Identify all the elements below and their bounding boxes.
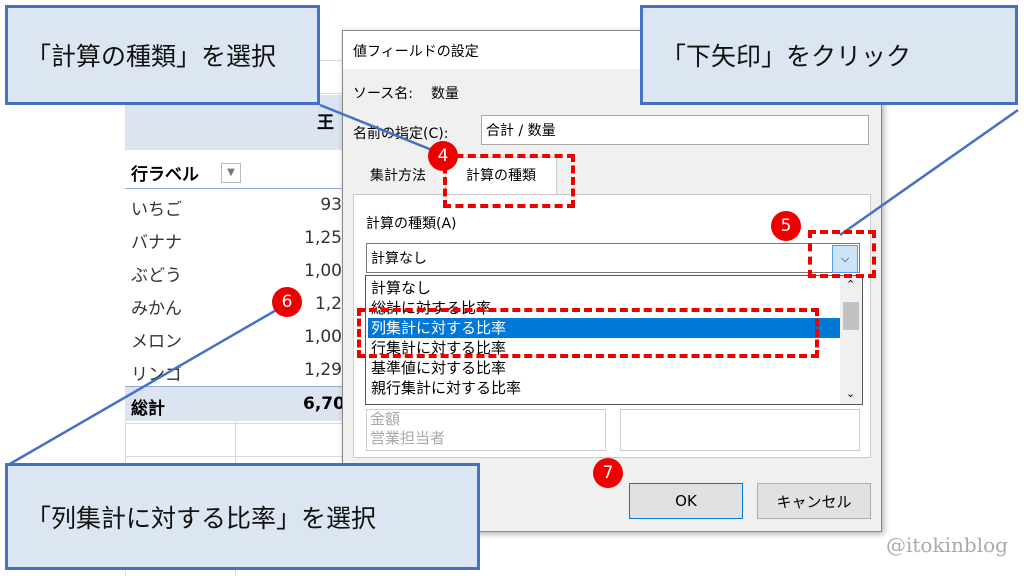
source-label: ソース名: — [353, 86, 414, 102]
custom-name-input[interactable]: 合計 / 数量 — [481, 115, 869, 145]
ok-button[interactable]: OK — [629, 483, 743, 519]
row-value: 93 — [320, 195, 342, 215]
dialog-title: 値フィールドの設定 — [353, 44, 479, 60]
calc-option[interactable]: 列集計に対する比率 — [368, 318, 841, 338]
row-label: リンゴ — [131, 365, 182, 385]
total-value: 6,70 — [303, 394, 345, 414]
total-row: 総計 6,70 — [125, 386, 345, 421]
calc-type-select[interactable]: 計算なし ⌵ — [366, 243, 860, 273]
scrollbar-thumb[interactable] — [843, 302, 859, 330]
callout-text: 「列集計に対する比率」を選択 — [26, 503, 377, 533]
row-value: 1,29 — [304, 360, 342, 380]
scroll-up-icon[interactable]: ⌃ — [846, 278, 856, 291]
row-label: メロン — [131, 332, 182, 352]
step-badge-7: 7 — [593, 458, 623, 488]
base-field-item: 営業担当者 — [370, 429, 446, 447]
pivot-row[interactable]: みかん 1,2 — [125, 288, 342, 321]
total-label: 総計 — [131, 399, 165, 419]
row-label: ぶどう — [131, 266, 182, 286]
connector-line — [839, 108, 1019, 237]
source-value: 数量 — [431, 86, 459, 102]
row-value: 1,25 — [304, 228, 342, 248]
calc-option[interactable]: 基準値に対する比率 — [371, 359, 507, 377]
filter-dropdown-icon[interactable]: ▼ — [221, 163, 241, 183]
callout-text: 「下矢印」をクリック — [661, 42, 912, 71]
connector-line — [319, 103, 433, 152]
calc-option[interactable]: 行集計に対する比率 — [371, 339, 507, 357]
pivot-row[interactable]: リンゴ 1,29 — [125, 354, 342, 387]
highlight-dropdown-arrow — [808, 230, 876, 278]
pivot-row[interactable]: バナナ 1,25 — [125, 222, 342, 255]
name-label: 名前の指定(C): — [353, 126, 449, 142]
pivot-row[interactable]: ぶどう 1,00 — [125, 255, 342, 288]
tab-calc-type[interactable]: 計算の種類 — [445, 157, 557, 196]
row-label-text: 行ラベル — [131, 165, 199, 185]
highlight-column-ratio — [357, 308, 819, 358]
pivot-row[interactable]: メロン 1,00 — [125, 321, 342, 354]
row-label: いちご — [131, 200, 182, 220]
calc-option[interactable]: 親行集計に対する比率 — [371, 379, 522, 397]
callout-column-ratio: 「列集計に対する比率」を選択 — [5, 463, 480, 570]
base-field-item: 金額 — [370, 410, 401, 428]
row-value: 1,00 — [304, 261, 342, 281]
callout-calc-type: 「計算の種類」を選択 — [5, 5, 320, 105]
row-label: バナナ — [131, 233, 182, 253]
base-item-list — [620, 409, 860, 451]
row-label: みかん — [131, 299, 182, 319]
connector-line — [7, 303, 286, 467]
step-badge-6: 6 — [272, 287, 302, 317]
cancel-button[interactable]: キャンセル — [757, 483, 871, 519]
watermark: @itokinblog — [886, 533, 1008, 557]
calc-type-dropdown-list[interactable]: 計算なし総計に対する比率列集計に対する比率行集計に対する比率基準値に対する比率親… — [365, 275, 863, 405]
highlight-calc-tab — [443, 154, 575, 208]
step-badge-4: 4 — [428, 141, 458, 171]
row-label-header: 行ラベル ▼ — [125, 150, 342, 189]
value-field-settings-dialog: 値フィールドの設定 ソース名: 数量 名前の指定(C): 合計 / 数量 集計方… — [342, 30, 882, 532]
row-value: 1,00 — [304, 327, 342, 347]
calc-selected-value: 計算なし — [371, 251, 427, 267]
calc-type-label: 計算の種類(A) — [366, 216, 457, 232]
column-header: 王 — [317, 113, 334, 133]
scroll-down-icon[interactable]: ⌄ — [846, 387, 856, 400]
tab-summarize[interactable]: 集計方法 — [370, 168, 426, 184]
pivot-row[interactable]: いちご 93 — [125, 189, 342, 222]
callout-down-arrow: 「下矢印」をクリック — [640, 5, 1018, 105]
calc-option[interactable]: 計算なし — [371, 279, 432, 297]
step-badge-5: 5 — [771, 211, 801, 241]
scrollbar[interactable]: ⌃ ⌄ — [840, 276, 862, 404]
chevron-down-icon[interactable]: ⌵ — [832, 245, 858, 273]
callout-text: 「計算の種類」を選択 — [26, 42, 277, 71]
base-field-list: 金額 営業担当者 — [366, 409, 606, 451]
row-value: 1,2 — [314, 294, 342, 314]
